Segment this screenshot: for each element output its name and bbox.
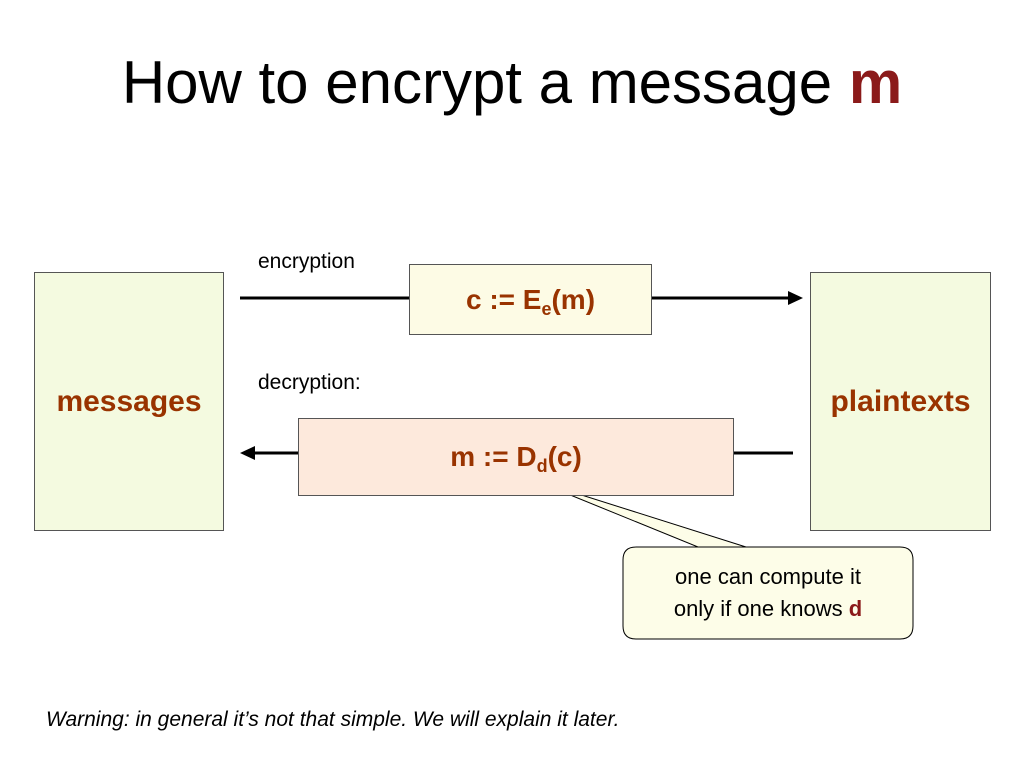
encryption-formula-prefix: c := E [465,283,542,315]
callout-note: one can compute it only if one knows d [623,547,913,639]
encryption-formula-sub: e [541,298,552,319]
plaintexts-label: plaintexts [830,384,971,418]
title-text: How to encrypt a message [121,49,849,116]
title-emphasis: m [848,49,903,116]
plaintexts-box: plaintexts [810,272,991,531]
messages-label: messages [56,384,202,418]
decryption-formula-prefix: m := D [450,441,537,472]
callout-line2-prefix: only if one knows [673,596,849,621]
encryption-arrowhead [788,291,803,305]
decryption-formula-suffix: (c) [547,441,582,472]
messages-box: messages [34,272,224,531]
slide-title: How to encrypt a message m [0,48,1024,118]
decryption-arrowhead [240,446,255,460]
decryption-label: decryption: [258,371,361,394]
callout-line1: one can compute it [675,564,861,589]
warning-note: Warning: in general it’s not that simple… [46,708,620,731]
decryption-formula-sub: d [536,456,548,476]
decryption-formula-box: m := Dd(c) [298,418,734,496]
encryption-formula-suffix: (m) [551,283,596,315]
encryption-label: encryption [258,250,355,273]
callout-line2-emphasis: d [848,596,863,621]
encryption-formula: c := Ee(m) [465,283,596,319]
decryption-formula: m := Dd(c) [450,441,582,476]
callout-bubble-shape [530,478,914,640]
encryption-formula-box: c := Ee(m) [409,264,652,335]
callout-line2: only if one knows d [623,593,913,625]
